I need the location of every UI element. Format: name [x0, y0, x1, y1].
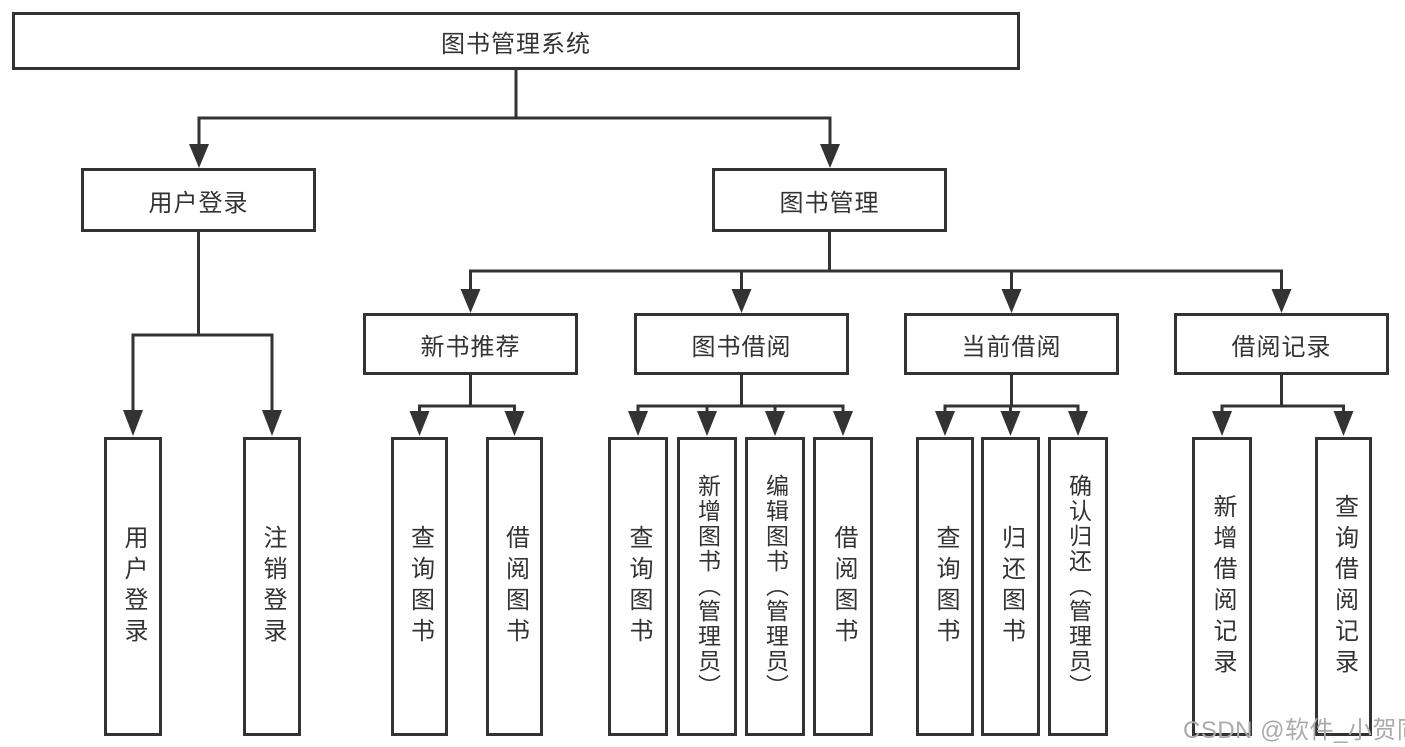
node-root: 图书管理系统 [12, 12, 1020, 70]
arrow-to-book-mgmt [820, 144, 840, 168]
leaf-confirm-return-admin: 确认归还（管理员） [1048, 437, 1108, 736]
leaf-confirm-return-admin-label: 确认归还（管理员） [1065, 474, 1092, 699]
arrowheads [123, 144, 1354, 436]
node-new-book-recommend: 新书推荐 [363, 313, 578, 375]
leaf-query-book-1: 查询图书 [391, 437, 448, 736]
node-book-borrow-label: 图书借阅 [691, 333, 792, 361]
node-user-login-label: 用户登录 [148, 189, 249, 217]
arrow-leaf-login [123, 410, 143, 436]
leaf-borrow-book-1: 借阅图书 [486, 437, 543, 736]
node-current-borrow: 当前借阅 [904, 313, 1119, 375]
arrow-to-user-login [189, 144, 209, 168]
leaf-query-book-3: 查询图书 [916, 437, 974, 736]
leaf-user-login-label: 用户登录 [120, 524, 147, 649]
node-book-management: 图书管理 [712, 168, 947, 232]
node-new-book-recommend-label: 新书推荐 [420, 333, 521, 361]
leaf-query-book-3-label: 查询图书 [932, 524, 959, 649]
node-borrow-record-label: 借阅记录 [1231, 333, 1332, 361]
leaf-query-borrow-record: 查询借阅记录 [1315, 437, 1372, 736]
leaf-user-login: 用户登录 [104, 437, 162, 736]
arrow-leaf-logout [262, 410, 282, 436]
leaf-add-borrow-record: 新增借阅记录 [1192, 437, 1252, 736]
leaf-query-book-1-label: 查询图书 [406, 524, 434, 649]
leaf-borrow-book-1-label: 借阅图书 [501, 524, 529, 649]
arrow-leaf-c4 [833, 411, 853, 436]
arrow-leaf-b2 [504, 411, 525, 436]
arrow-leaf-c1 [628, 411, 648, 436]
node-borrow-record: 借阅记录 [1174, 313, 1389, 375]
arrow-leaf-b1 [409, 411, 430, 436]
arrow-leaf-d2 [1000, 411, 1021, 436]
leaf-logout-label: 注销登录 [259, 524, 286, 649]
arrow-leaf-e2 [1333, 411, 1354, 436]
node-user-login: 用户登录 [81, 168, 316, 232]
leaf-query-borrow-record-label: 查询借阅记录 [1330, 493, 1358, 680]
node-current-borrow-label: 当前借阅 [961, 333, 1062, 361]
leaf-add-book-admin-label: 新增图书（管理员） [694, 474, 721, 699]
leaf-borrow-book-2-label: 借阅图书 [830, 524, 857, 649]
node-book-management-label: 图书管理 [779, 189, 880, 217]
leaf-borrow-book-2: 借阅图书 [813, 437, 873, 736]
arrow-leaf-e1 [1212, 411, 1232, 436]
leaf-return-book-label: 归还图书 [997, 524, 1025, 649]
csdn-watermark: CSDN @软件_小贺同学 [1183, 717, 1405, 744]
arrow-leaf-d3 [1068, 411, 1088, 436]
leaf-add-book-admin: 新增图书（管理员） [677, 437, 737, 736]
arrow-leaf-d1 [935, 411, 955, 436]
arrow-leaf-c2 [697, 411, 717, 436]
arrow-to-borrow-record [1271, 289, 1292, 313]
arrow-leaf-c3 [765, 411, 785, 436]
arrow-to-book-borrow [731, 289, 752, 313]
arrow-to-new-book [460, 289, 481, 313]
leaf-edit-book-admin: 编辑图书（管理员） [745, 437, 805, 736]
leaf-edit-book-admin-label: 编辑图书（管理员） [762, 474, 789, 699]
node-root-label: 图书管理系统 [441, 30, 591, 58]
leaf-logout: 注销登录 [243, 437, 301, 736]
leaf-query-book-2: 查询图书 [608, 437, 668, 736]
leaf-query-book-2-label: 查询图书 [625, 524, 652, 649]
arrow-to-current-borrow [1001, 289, 1022, 313]
leaf-return-book: 归还图书 [981, 437, 1040, 736]
leaf-add-borrow-record-label: 新增借阅记录 [1209, 493, 1236, 680]
node-book-borrow: 图书借阅 [634, 313, 849, 375]
